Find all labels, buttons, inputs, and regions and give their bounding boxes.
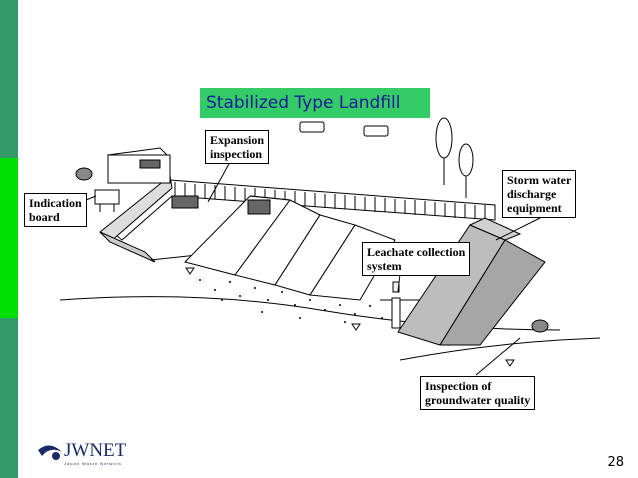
water-table-symbols <box>185 267 515 367</box>
slide-title: Stabilized Type Landfill <box>200 88 430 118</box>
leachate-collection-label: Leachate collection system <box>362 242 471 276</box>
jwnet-logo-icon <box>38 445 62 460</box>
indication-board-sign <box>94 189 120 212</box>
vehicles <box>75 121 549 333</box>
trees <box>435 117 474 198</box>
logo-name: JWNET <box>64 440 127 461</box>
expansion-inspection-label: Expansion inspection <box>205 130 270 164</box>
groundwater-inspection-label: Inspection of groundwater quality <box>420 376 536 410</box>
storm-water-label: Storm water discharge equipment <box>502 170 577 218</box>
site-building <box>106 147 172 184</box>
logo-tagline: Japan Waste Network <box>64 461 122 466</box>
embankment <box>397 217 546 346</box>
waste-cells <box>184 195 396 301</box>
fill-dots <box>199 279 383 323</box>
page-number: 28 <box>607 455 624 470</box>
left-sidebar-accent <box>0 158 18 318</box>
callout-lines <box>85 161 541 376</box>
indication-board-label: Indication board <box>24 193 87 227</box>
